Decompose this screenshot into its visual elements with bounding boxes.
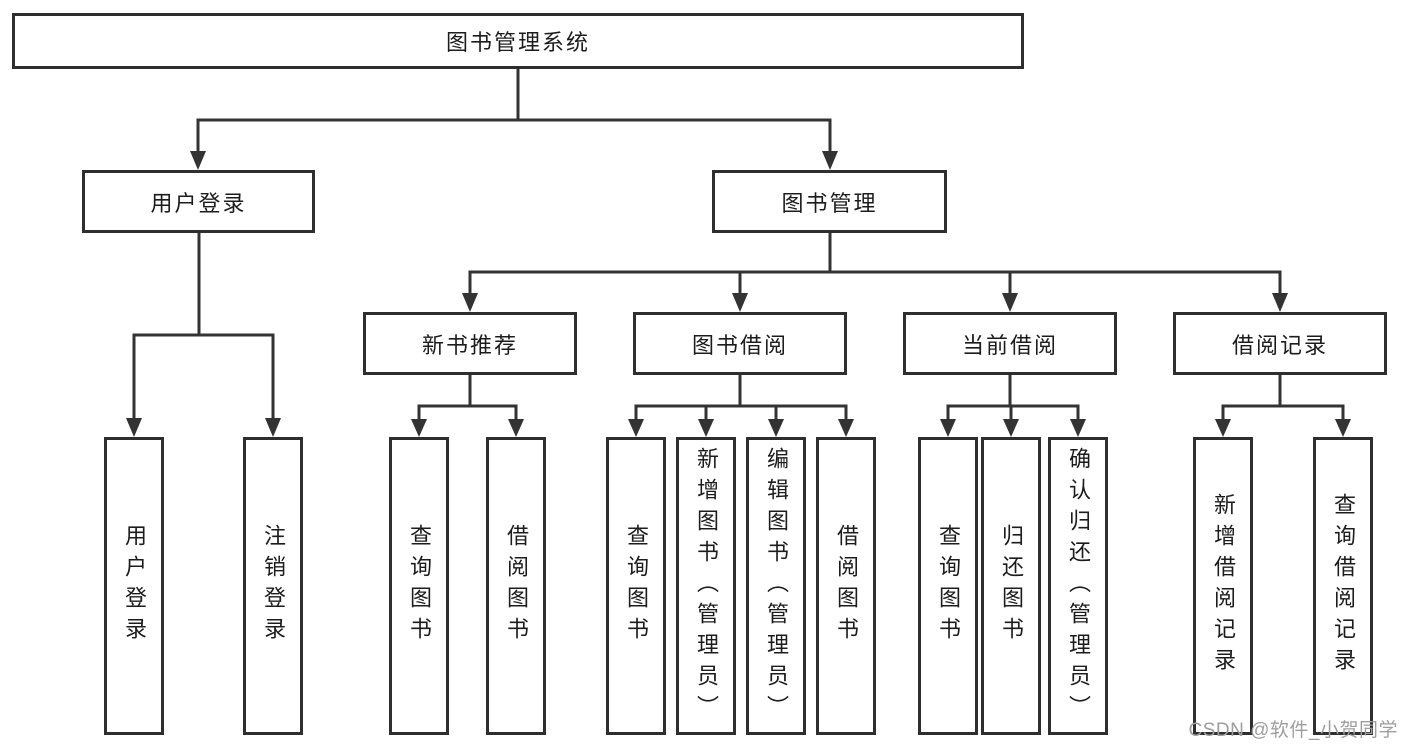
node-book-management-label: 图书管理 (781, 190, 878, 216)
connector-current-to-leaves (940, 373, 1086, 437)
leaf-current-confirm-return-admin: 确认归还（管理员） (1048, 437, 1108, 735)
connector-mgmt-to-level3 (462, 231, 1288, 312)
leaf-record-query-record-label: 查询借阅记录 (1331, 493, 1356, 679)
node-new-book-recommend: 新书推荐 (363, 312, 577, 375)
leaf-borrow-add-book-admin: 新增图书（管理员） (676, 437, 736, 735)
node-user-login: 用户登录 (82, 170, 315, 233)
connector-recommend-to-leaves (411, 373, 524, 437)
node-root: 图书管理系统 (12, 13, 1024, 69)
node-new-book-recommend-label: 新书推荐 (421, 332, 518, 358)
leaf-borrow-borrow-book: 借阅图书 (816, 437, 876, 735)
leaf-logout-label: 注销登录 (261, 524, 286, 648)
node-borrow-record-label: 借阅记录 (1231, 332, 1328, 358)
node-book-management: 图书管理 (712, 170, 947, 233)
node-book-borrow: 图书借阅 (633, 312, 847, 375)
leaf-borrow-edit-book-admin: 编辑图书（管理员） (746, 437, 806, 735)
leaf-current-query-book-label: 查询图书 (936, 524, 961, 648)
leaf-recommend-query-book-label: 查询图书 (407, 524, 432, 648)
leaf-borrow-add-book-admin-label: 新增图书（管理员） (694, 446, 719, 726)
csdn-watermark: CSDN @软件_小贺同学 (1188, 720, 1398, 741)
leaf-record-add-record-label: 新增借阅记录 (1211, 493, 1236, 679)
connector-record-to-leaves (1215, 373, 1351, 437)
node-current-borrow: 当前借阅 (903, 312, 1117, 375)
leaf-user-login: 用户登录 (104, 437, 164, 735)
node-root-label: 图书管理系统 (445, 30, 590, 55)
leaf-current-query-book: 查询图书 (918, 437, 978, 735)
leaf-borrow-query-book: 查询图书 (606, 437, 666, 735)
leaf-current-return-book-label: 归还图书 (999, 524, 1024, 648)
leaf-borrow-borrow-book-label: 借阅图书 (834, 524, 859, 648)
connector-borrow-to-leaves (628, 373, 854, 437)
leaf-current-return-book: 归还图书 (981, 437, 1041, 735)
leaf-recommend-borrow-book-label: 借阅图书 (504, 524, 529, 648)
leaf-record-query-record: 查询借阅记录 (1313, 437, 1373, 735)
leaf-borrow-edit-book-admin-label: 编辑图书（管理员） (764, 446, 789, 726)
connector-root-to-level2 (190, 67, 838, 170)
leaf-recommend-query-book: 查询图书 (389, 437, 449, 735)
leaf-user-login-label: 用户登录 (122, 524, 147, 648)
leaf-logout: 注销登录 (243, 437, 303, 735)
node-current-borrow-label: 当前借阅 (961, 332, 1058, 358)
node-book-borrow-label: 图书借阅 (691, 332, 788, 358)
leaf-current-confirm-return-admin-label: 确认归还（管理员） (1066, 446, 1091, 726)
connector-login-to-leaves (126, 231, 281, 437)
node-borrow-record: 借阅记录 (1173, 312, 1387, 375)
leaf-borrow-query-book-label: 查询图书 (624, 524, 649, 648)
leaf-recommend-borrow-book: 借阅图书 (486, 437, 546, 735)
node-user-login-label: 用户登录 (150, 190, 247, 216)
leaf-record-add-record: 新增借阅记录 (1193, 437, 1253, 735)
